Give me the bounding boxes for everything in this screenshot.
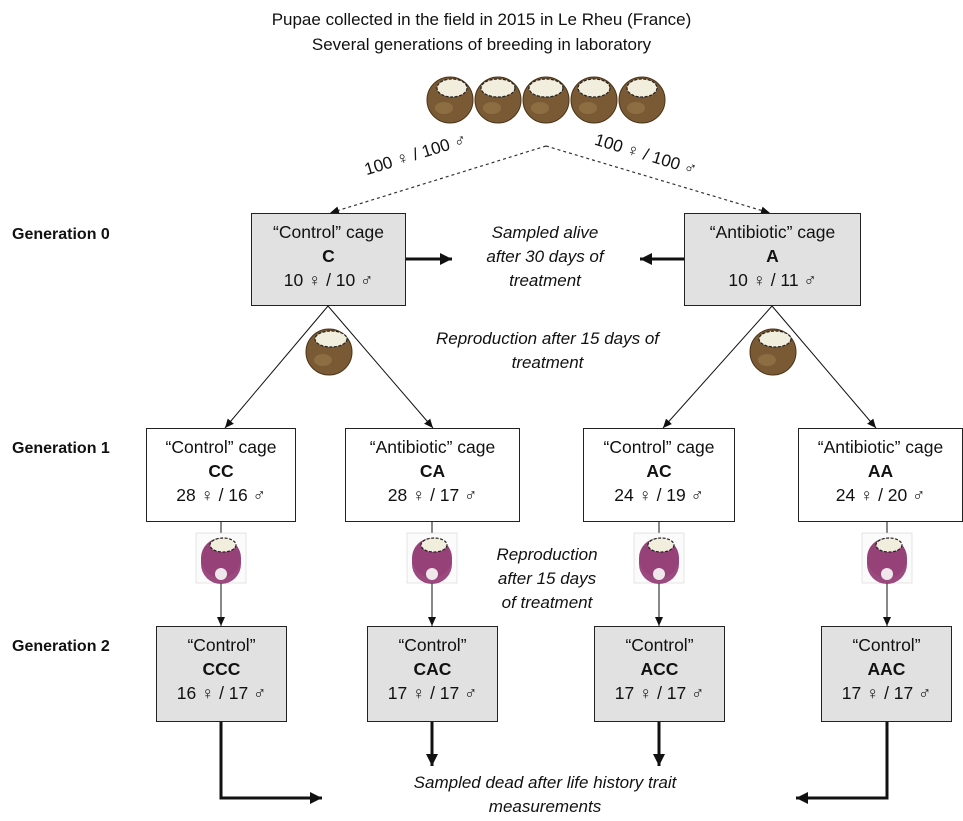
note-line: Reproduction: [496, 545, 598, 564]
note-line: treatment: [509, 271, 581, 290]
cage-code: CAC: [413, 659, 452, 679]
purple-turnip-with-pupae-icon: [406, 532, 458, 584]
cage-code: ACC: [640, 659, 679, 679]
cage-count: 16 ♀ / 17 ♂: [176, 683, 267, 703]
cage-count: 24 ♀ / 19 ♂: [614, 485, 704, 505]
turnip-with-pupae-icon: [749, 328, 797, 376]
cage-ca: “Antibiotic” cage CA 28 ♀ / 17 ♂: [345, 428, 520, 522]
note-line: of treatment: [501, 593, 593, 612]
cage-title: “Antibiotic” cage: [369, 437, 496, 457]
cage-code: C: [322, 246, 335, 266]
cage-a: “Antibiotic” cage A 10 ♀ / 11 ♂: [684, 213, 861, 306]
header-line-2: Several generations of breeding in labor…: [311, 35, 652, 54]
cage-title: “Control” cage: [165, 437, 277, 457]
turnip-with-pupae-icon: [426, 76, 474, 124]
field-turnip-row: [426, 76, 666, 124]
note-sampled-alive: Sampled alive after 30 days of treatment: [455, 221, 635, 293]
cage-title: “Antibiotic” cage: [709, 222, 836, 242]
cage-ccc: “Control” CCC 16 ♀ / 17 ♂: [156, 626, 287, 722]
cage-count: 10 ♀ / 10 ♂: [283, 270, 374, 290]
cage-cc: “Control” cage CC 28 ♀ / 16 ♂: [146, 428, 296, 522]
turnip-with-pupae-icon: [570, 76, 618, 124]
dashed-arrow-left: [329, 145, 547, 215]
cage-title: “Control”: [625, 635, 694, 655]
arrow-a-ac: [662, 305, 773, 429]
cage-cac: “Control” CAC 17 ♀ / 17 ♂: [367, 626, 498, 722]
cage-title: “Antibiotic” cage: [817, 437, 944, 457]
cage-c: “Control” cage C 10 ♀ / 10 ♂: [251, 213, 406, 306]
cage-acc: “Control” ACC 17 ♀ / 17 ♂: [594, 626, 725, 722]
note-line: after 30 days of: [486, 247, 604, 266]
cage-aac: “Control” AAC 17 ♀ / 17 ♂: [821, 626, 952, 722]
turnip-with-pupae-icon: [305, 328, 353, 376]
cage-code: CA: [419, 461, 446, 481]
turnip-with-pupae-icon: [522, 76, 570, 124]
cage-title: “Control”: [187, 635, 256, 655]
cage-aa: “Antibiotic” cage AA 24 ♀ / 20 ♂: [798, 428, 963, 522]
cage-code: AA: [867, 461, 894, 481]
cage-code: AAC: [867, 659, 906, 679]
cage-code: CC: [208, 461, 234, 481]
note-line: Sampled alive: [491, 223, 599, 242]
cage-code: A: [766, 246, 779, 266]
cage-title: “Control” cage: [273, 222, 384, 242]
cage-code: AC: [646, 461, 672, 481]
cage-count: 28 ♀ / 17 ♂: [387, 485, 478, 505]
cage-count: 24 ♀ / 20 ♂: [835, 485, 926, 505]
cage-count: 17 ♀ / 17 ♂: [387, 683, 478, 703]
purple-turnip-with-pupae-icon: [195, 532, 247, 584]
generation-0-label: Generation 0: [12, 226, 110, 243]
turnip-with-pupae-icon: [618, 76, 666, 124]
cage-ac: “Control” cage AC 24 ♀ / 19 ♂: [583, 428, 735, 522]
turnip-with-pupae-icon: [474, 76, 522, 124]
generation-1-label: Generation 1: [12, 440, 110, 457]
arrow-aac-dead: [796, 722, 889, 804]
note-line: Sampled dead after life history trait: [413, 773, 677, 792]
dashed-arrow-right: [545, 145, 771, 215]
cage-title: “Control” cage: [603, 437, 715, 457]
note-line: after 15 days: [497, 569, 597, 588]
cage-code: CCC: [202, 659, 241, 679]
cage-count: 17 ♀ / 17 ♂: [841, 683, 932, 703]
purple-turnip-with-pupae-icon: [633, 532, 685, 584]
cage-count: 10 ♀ / 11 ♂: [728, 270, 817, 290]
note-reproduction-gen1: Reproduction after 15 days of treatment: [472, 543, 622, 615]
arrow-c-cc: [224, 305, 329, 429]
cage-title: “Control”: [398, 635, 467, 655]
note-line: measurements: [488, 797, 602, 816]
generation-2-label: Generation 2: [12, 638, 110, 655]
arrow-ccc-dead: [219, 722, 322, 804]
arrow-a-aa: [771, 305, 877, 429]
note-line: treatment: [511, 353, 584, 372]
arrow-c-ca: [327, 305, 434, 429]
note-reproduction-gen0: Reproduction after 15 days of treatment: [400, 327, 695, 375]
cage-title: “Control”: [852, 635, 921, 655]
cage-count: 28 ♀ / 16 ♂: [176, 485, 266, 505]
purple-turnip-with-pupae-icon: [861, 532, 913, 584]
header-line-1: Pupae collected in the field in 2015 in …: [271, 10, 692, 29]
note-sampled-dead: Sampled dead after life history trait me…: [380, 771, 710, 819]
note-line: Reproduction after 15 days of: [435, 329, 660, 348]
cage-count: 17 ♀ / 17 ♂: [614, 683, 705, 703]
